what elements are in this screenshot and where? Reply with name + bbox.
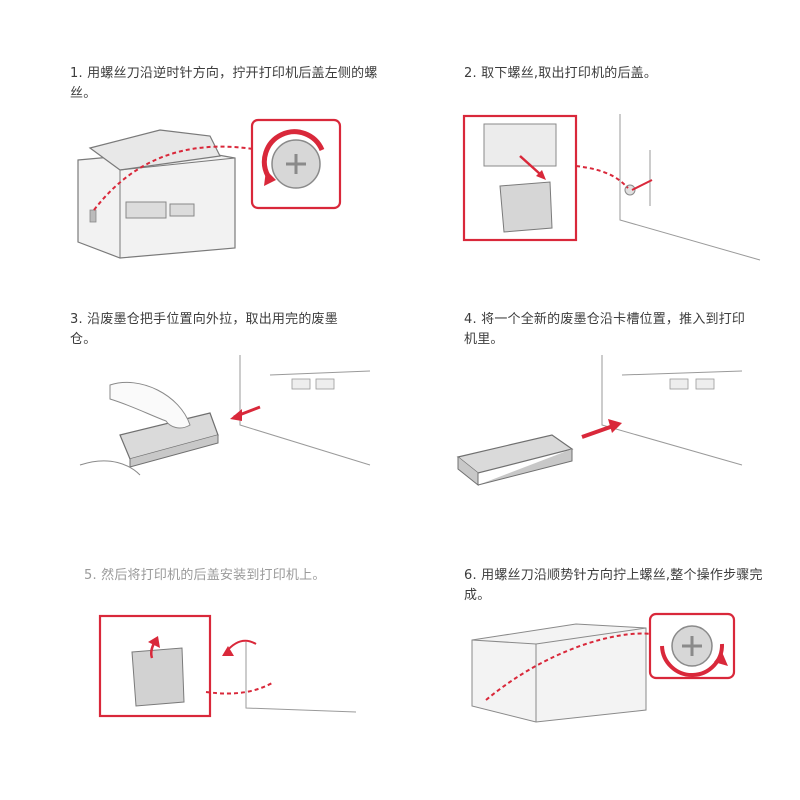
step-6-text: 6. 用螺丝刀沿顺势针方向拧上螺丝,整个操作步骤完成。 <box>464 566 764 606</box>
step-3-text: 3. 沿废墨仓把手位置向外拉，取出用完的废墨仓。 <box>70 310 360 350</box>
step-2-illustration <box>460 110 760 260</box>
step-1-text: 1. 用螺丝刀沿逆时针方向，拧开打印机后盖左侧的螺丝。 <box>70 64 388 104</box>
step-6-illustration <box>466 610 756 730</box>
step-4-illustration <box>452 355 752 505</box>
step-2-text: 2. 取下螺丝,取出打印机的后盖。 <box>464 64 764 84</box>
step-4-text: 4. 将一个全新的废墨仓沿卡槽位置，推入到打印机里。 <box>464 310 754 350</box>
step-3-illustration <box>70 355 370 505</box>
step-1-illustration <box>60 110 380 270</box>
step-5-illustration <box>96 612 366 722</box>
step-5-text: 5. 然后将打印机的后盖安装到打印机上。 <box>84 566 374 586</box>
